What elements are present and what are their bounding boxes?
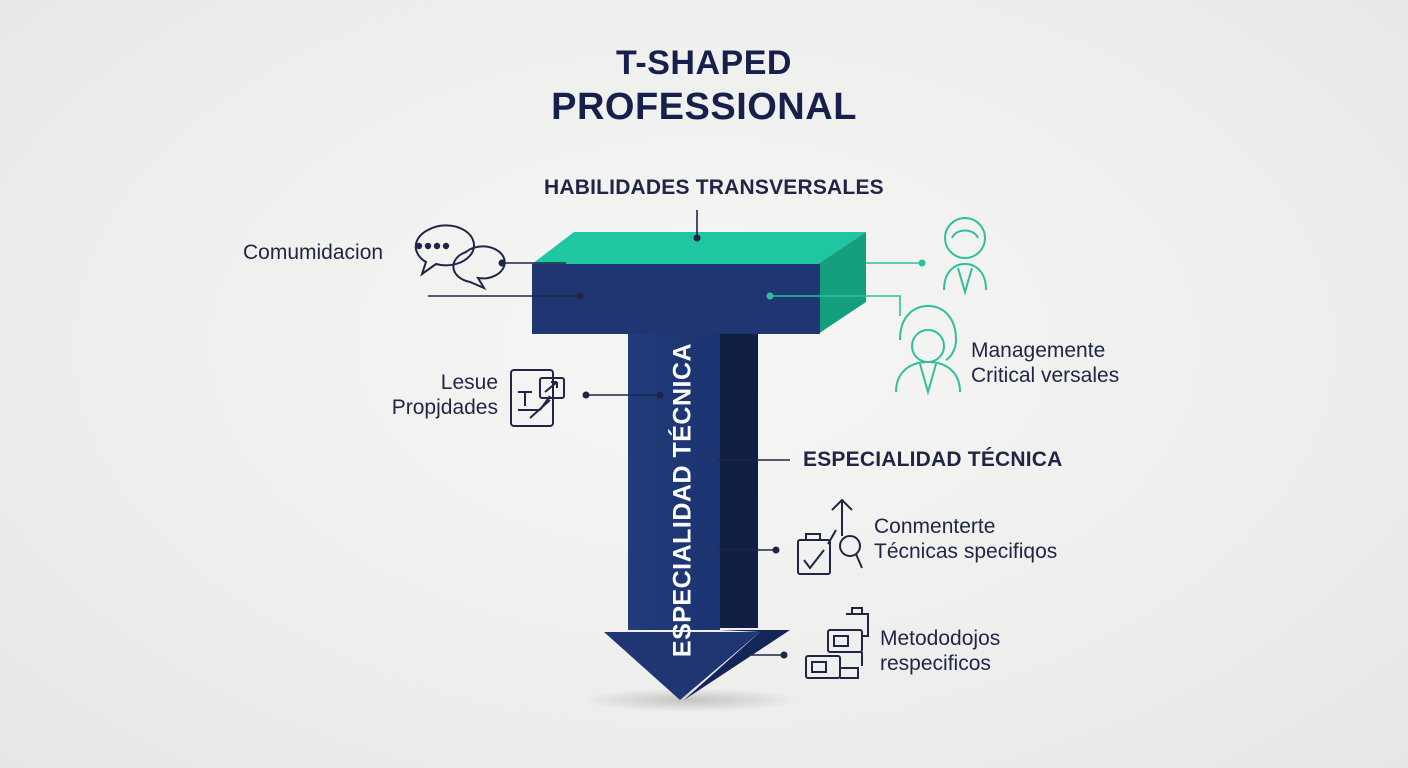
tecnicas-label-line2: Técnicas specifiqos [874,540,1058,563]
management-label: Managemente Critical versales [971,338,1119,388]
tecnicas-label: Conmenterte Técnicas specifiqos [874,514,1057,564]
top-bar-top-face [532,232,866,264]
propiedades-label: Lesue Propjdades [382,370,498,420]
top-bar-heading: HABILIDADES TRANSVERSALES [544,176,884,199]
title-line-2: PROFESSIONAL [551,86,857,128]
propiedades-label-line1: Lesue [440,371,498,394]
top-bar-front-face [532,264,820,334]
top-bar-side-face [818,232,866,334]
devices-stack-icon [805,607,869,679]
person-icon [943,217,987,296]
connector-management [770,295,901,316]
stem-vertical-label: ESPECIALIDAD TÉCNICA [668,342,697,658]
diagram-tool-icon [510,369,565,427]
arrow-shadow [580,688,800,712]
person-curly-icon [895,304,961,396]
title-line-1: T-SHAPED [616,44,792,82]
arrow-head-front [604,632,760,700]
metodos-label-line2: respecificos [880,652,991,675]
comunicacion-label: Comumidacion [243,241,384,264]
tools-checklist-icon [797,498,863,575]
metodos-label: Metododojos respecificos [880,626,1000,676]
tecnicas-label-line1: Conmenterte [874,515,996,538]
stem-heading: ESPECIALIDAD TÉCNICA [803,448,1063,471]
management-label-line2: Critical versales [971,364,1120,387]
chat-bubbles-icon [414,224,506,291]
arrow-head-side [684,630,790,700]
stem-side-face [718,334,758,628]
metodos-label-line1: Metododojos [880,627,1001,650]
stem-front-face [628,334,720,630]
management-label-line1: Managemente [971,339,1106,362]
propiedades-label-line2: Propjdades [391,396,498,419]
